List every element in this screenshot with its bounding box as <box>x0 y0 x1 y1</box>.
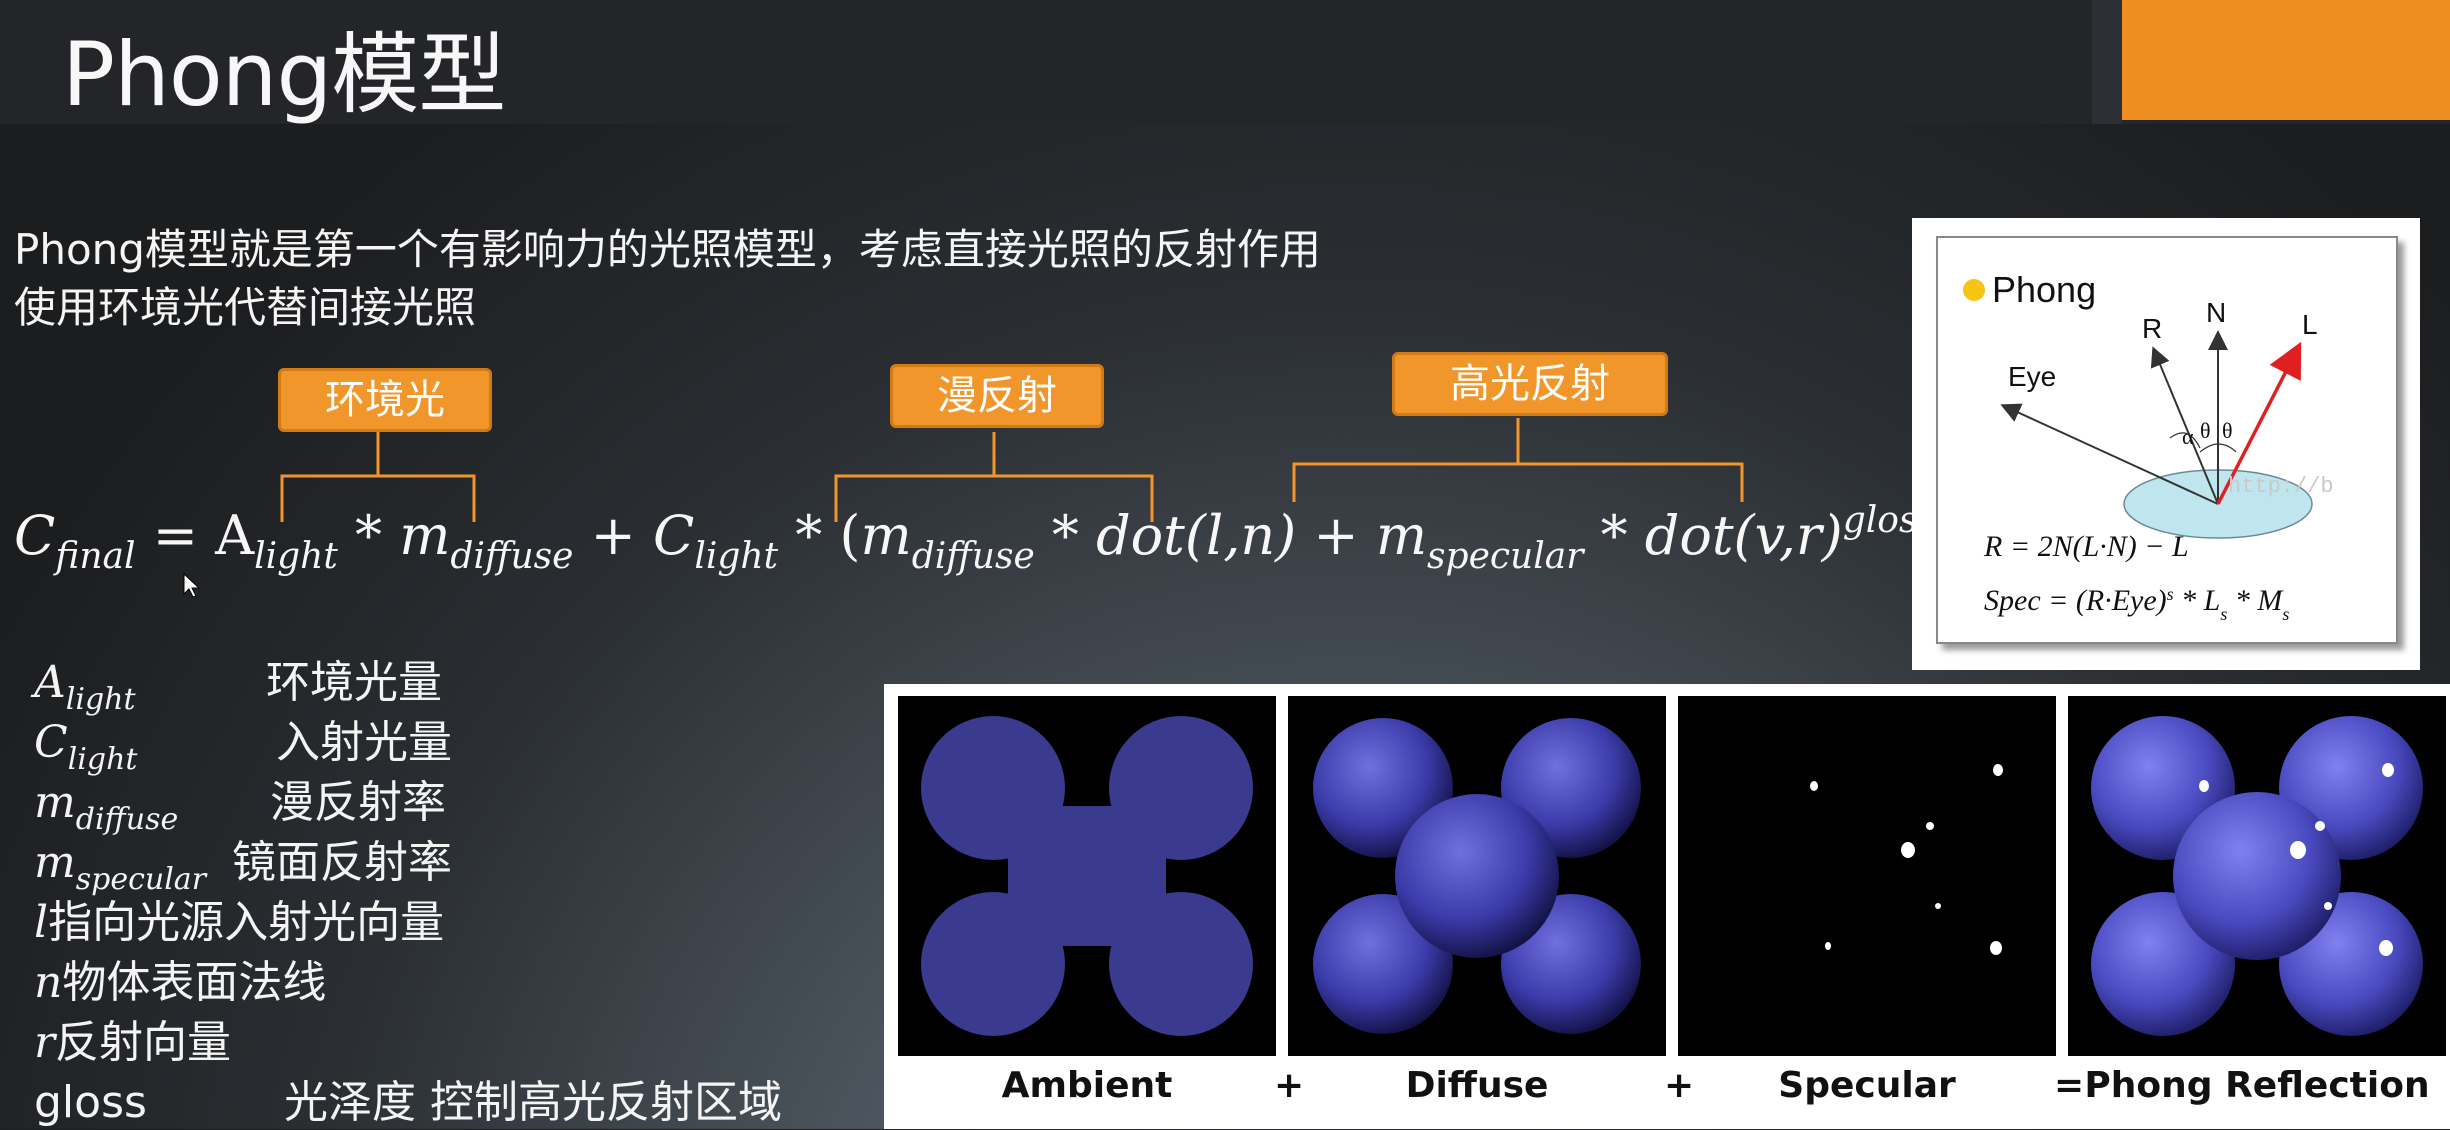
title-separator <box>2092 0 2122 124</box>
slide-title: Phong模型 <box>62 23 506 126</box>
legend-description: 环境光量 <box>266 657 442 708</box>
formula-m-specular: m <box>1375 504 1428 567</box>
diffuse-tile <box>1288 696 1666 1056</box>
formula-m-diffuse-2: m <box>860 504 912 567</box>
ambient-label: 环境光 <box>278 368 492 432</box>
diagram-heading: Phong <box>1992 269 2096 310</box>
bullet-dot <box>1963 279 1985 301</box>
shading-comparison-panel: Ambient + Diffuse + Specular = Phong Ref… <box>884 684 2450 1129</box>
formula-a-light: A <box>215 504 255 567</box>
specular-highlights-image <box>1810 764 2003 955</box>
legend-description: 镜面反射率 <box>232 837 452 888</box>
phong-blob-image <box>2091 716 2423 1036</box>
legend-symbol: Alight <box>34 657 136 717</box>
formula-m-diffuse-sub: diffuse <box>450 536 574 577</box>
legend-row: Clight 入射光量 <box>34 706 452 777</box>
formula-c-final-sub: final <box>55 536 136 577</box>
diffuse-bracket <box>834 432 1154 522</box>
equation-r: R = 2N(L·N) − L <box>1983 530 2189 563</box>
reflect-arrow <box>2150 346 2219 505</box>
legend-row: mdiffuse 漫反射率 <box>34 766 446 837</box>
formula-m-diffuse: m <box>399 504 451 567</box>
formula-plus-2: + <box>1313 504 1359 567</box>
label-l: L <box>2302 309 2318 340</box>
formula-c-light-sub: light <box>694 536 779 577</box>
caption-specular: Specular <box>1778 1065 1956 1106</box>
legend-symbol: Clight <box>34 717 138 777</box>
light-arrow <box>2216 341 2302 505</box>
specular-tile <box>1678 696 2056 1056</box>
specular-label: 高光反射 <box>1392 352 1668 416</box>
label-theta-2: θ <box>2222 418 2233 443</box>
legend-row: r反射向量 <box>34 1006 231 1070</box>
formula-c-final: C <box>14 504 56 567</box>
operator-plus-2: + <box>1664 1065 1695 1106</box>
diffuse-label: 漫反射 <box>890 364 1104 428</box>
caption-diffuse: Diffuse <box>1405 1065 1549 1106</box>
legend-symbol: mspecular <box>34 837 207 897</box>
operator-equals: = <box>2054 1065 2085 1106</box>
formula-multiply-1: * <box>355 504 383 567</box>
formula-m-specular-sub: specular <box>1427 536 1584 577</box>
legend-description: 光泽度 控制高光反射区域 <box>284 1077 782 1128</box>
formula-a-light-sub: light <box>254 536 338 577</box>
caption-ambient: Ambient <box>1001 1065 1173 1106</box>
specular-bracket <box>1292 418 1744 502</box>
equation-spec: Spec = (R·Eye)s * Ls * Ms <box>1984 584 2289 624</box>
legend-description: 入射光量 <box>276 717 452 768</box>
reflection-diagram: Phong R N L Eye α θ θ http://b R = 2N(L·… <box>1963 269 2334 624</box>
legend-description: 漫反射率 <box>270 777 446 828</box>
legend-row: mspecular 镜面反射率 <box>34 826 452 897</box>
formula-dot-vr: dot(v,r) <box>1644 504 1843 567</box>
intro-line-1: Phong模型就是第一个有影响力的光照模型，考虑直接光照的反射作用 <box>14 225 1321 274</box>
legend-row: gloss 光泽度 控制高光反射区域 <box>34 1066 782 1130</box>
formula-dot-ln: dot(l,n) <box>1096 504 1297 567</box>
accent-block <box>2122 0 2450 120</box>
legend-symbol: l <box>34 897 49 948</box>
watermark-text: http://b <box>2228 474 2334 499</box>
legend-description: 反射向量 <box>55 1017 232 1068</box>
diffuse-blob-image <box>1313 718 1641 1034</box>
phong-formula: Cfinal = Alight * mdiffuse + Clight * (m… <box>14 500 1957 577</box>
label-alpha: α <box>2182 424 2194 449</box>
label-n: N <box>2206 297 2226 328</box>
legend-symbol: mdiffuse <box>34 777 179 837</box>
legend-row: n物体表面法线 <box>34 946 326 1010</box>
formula-plus-1: + <box>590 504 636 567</box>
ambient-tile <box>898 696 1276 1056</box>
legend-description: 物体表面法线 <box>62 957 327 1008</box>
legend-row: l指向光源入射光向量 <box>34 886 444 950</box>
intro-line-2: 使用环境光代替间接光照 <box>14 283 477 332</box>
phong-tile <box>2068 696 2446 1056</box>
legend-row: Alight 环境光量 <box>34 646 442 717</box>
legend-symbol: r <box>34 1017 56 1068</box>
formula-multiply-2: * ( <box>795 504 861 567</box>
legend-symbol: gloss <box>34 1077 147 1128</box>
title-bar <box>0 0 2450 124</box>
ambient-blob-image <box>921 716 1253 1036</box>
legend-symbol: n <box>34 957 63 1008</box>
phong-diagram-panel: Phong R N L Eye α θ θ http://b R = 2N(L·… <box>1912 218 2420 670</box>
caption-phong-reflection: Phong Reflection <box>2084 1065 2430 1106</box>
eye-arrow <box>2000 403 2219 505</box>
cursor-arrow-icon <box>183 572 201 598</box>
ambient-bracket <box>280 432 476 522</box>
formula-multiply-3: * <box>1051 504 1079 567</box>
formula-multiply-4: * <box>1600 504 1628 567</box>
legend-description: 指向光源入射光向量 <box>48 897 445 948</box>
formula-c-light: C <box>653 504 695 567</box>
label-eye: Eye <box>2008 361 2056 392</box>
formula-m-diffuse-2-sub: diffuse <box>911 536 1035 577</box>
label-theta-1: θ <box>2200 418 2211 443</box>
formula-equals: = <box>152 504 198 567</box>
phong-diagram: Phong R N L Eye α θ θ http://b R = 2N(L·… <box>1936 236 2398 644</box>
operator-plus-1: + <box>1274 1065 1305 1106</box>
label-r: R <box>2142 313 2162 344</box>
